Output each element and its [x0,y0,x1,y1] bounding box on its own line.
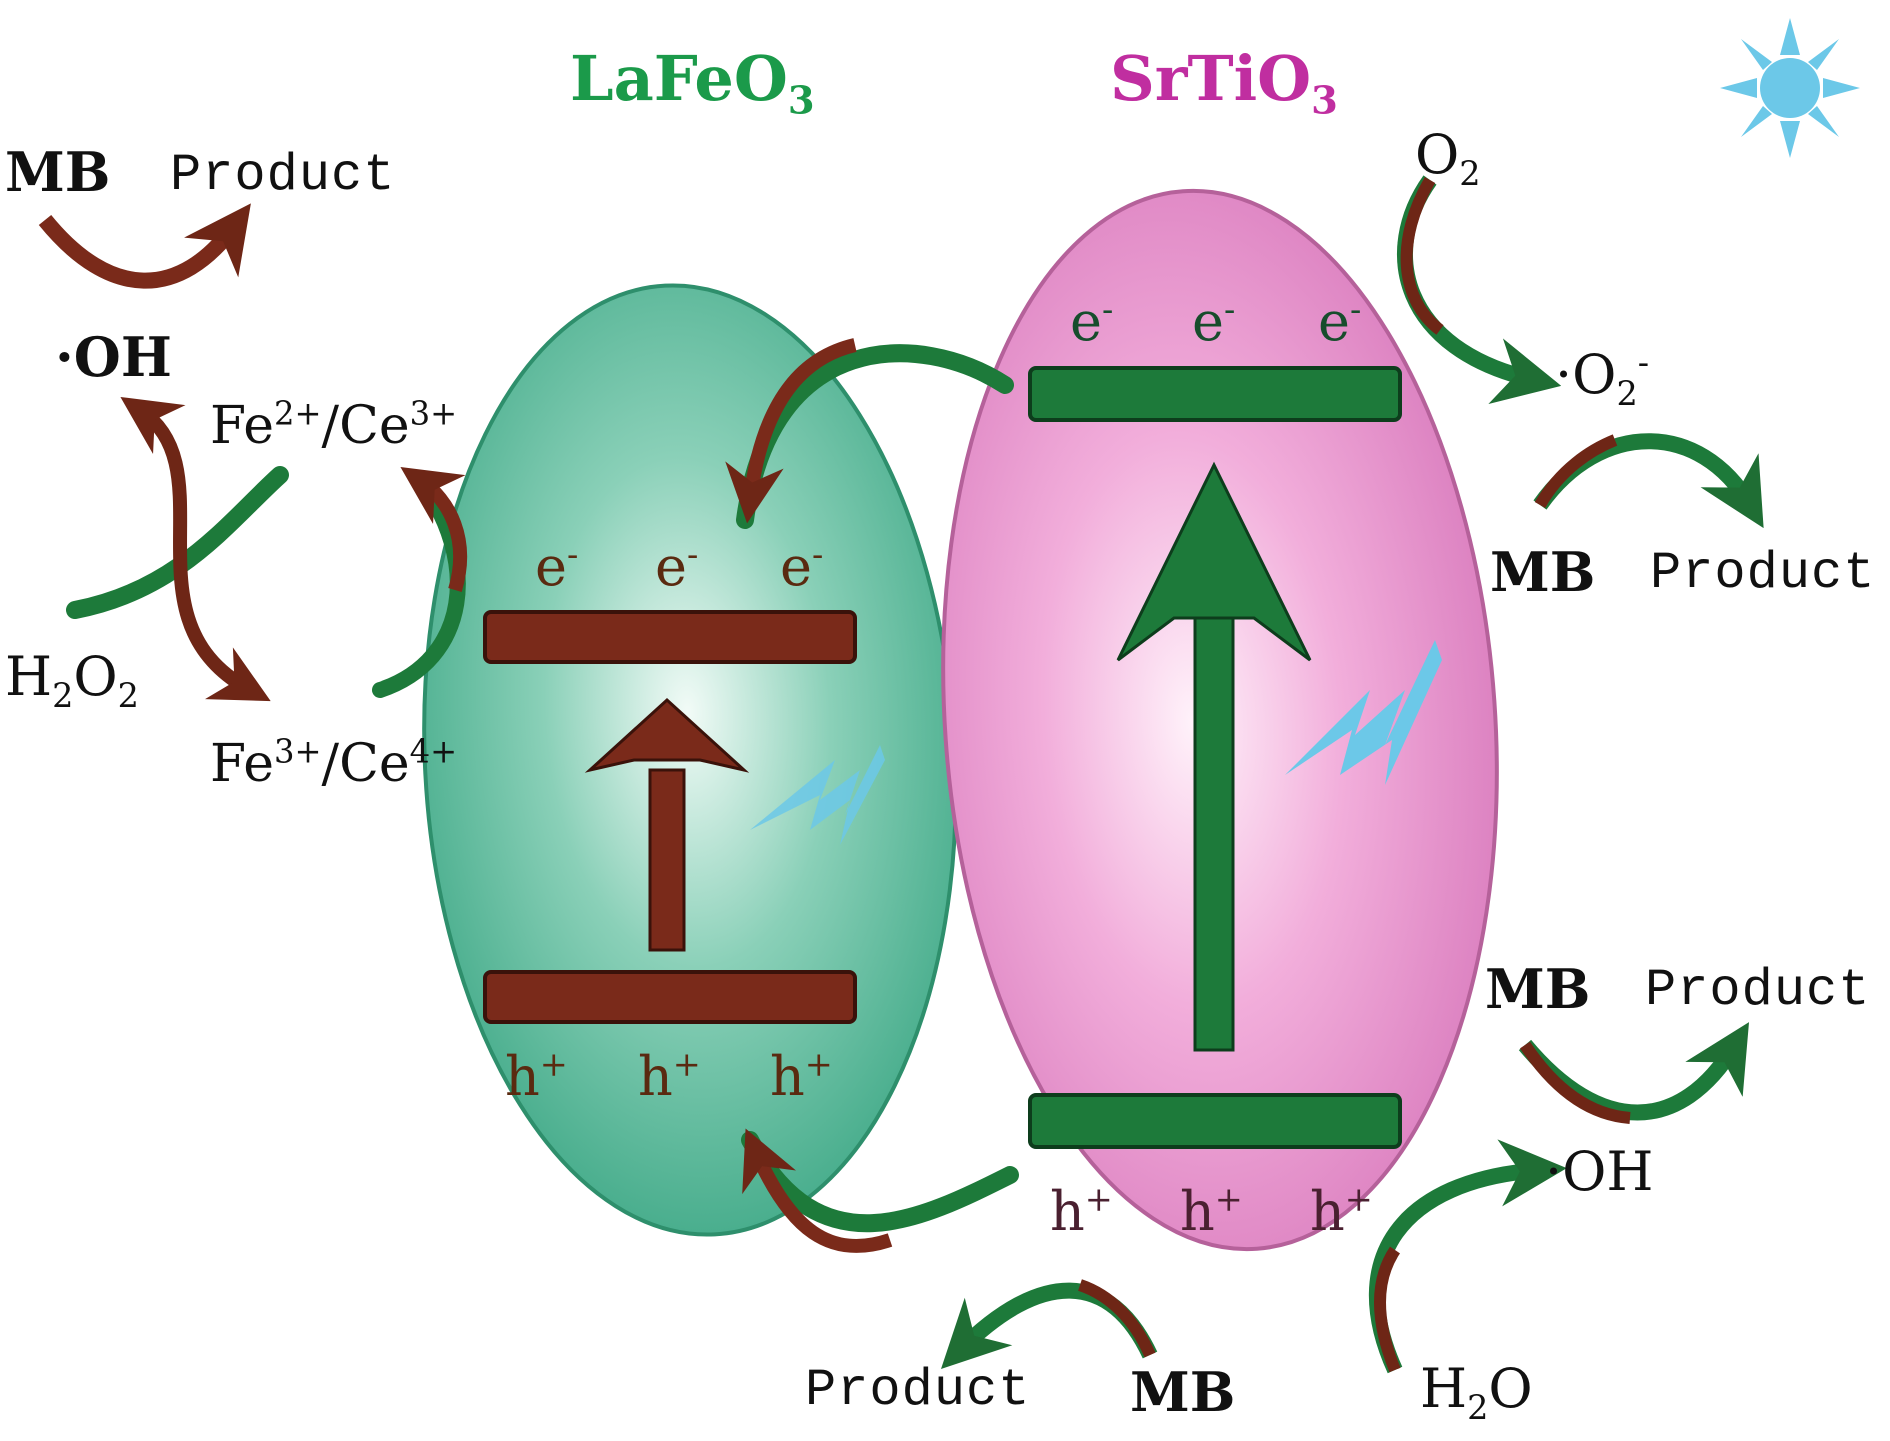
srtio3-conduction-band [1028,366,1402,422]
mb-label: MB [1490,540,1596,604]
fenton-cycle-arrow [120,396,271,702]
srtio3-valence-band [1028,1093,1402,1149]
srtio3-hole: h+ [1050,1180,1113,1243]
lafeo3-hole: h+ [505,1045,568,1108]
lafeo3-hole: h+ [770,1045,833,1108]
hydroxyl-radical-label: ·OH [1545,1140,1654,1203]
srtio3-electron: e- [1192,290,1236,353]
lafeo3-valence-band [483,970,857,1024]
fe3-ce4-label: Fe3+/Ce4+ [210,732,458,794]
lightning-icon [750,745,885,845]
srtio3-excitation-arrow [1116,461,1312,1052]
product-label: Product [1650,544,1876,603]
lafeo3-conduction-band [483,610,857,664]
lafeo3-hole: h+ [638,1045,701,1108]
lafeo3-title: LaFeO3 [570,42,815,124]
product-label: Product [170,146,396,205]
srtio3-electron: e- [1070,290,1114,353]
superoxide-label: ·O2- [1555,343,1650,413]
srtio3-hole: h+ [1180,1180,1243,1243]
o2-reduction-arrow [1396,175,1562,405]
lafeo3-excitation-arrow [584,697,750,952]
h2o-oxidation-arrow [1368,1139,1567,1374]
mb-label: MB [1130,1360,1236,1424]
product-label: Product [1645,961,1871,1020]
srtio3-title: SrTiO3 [1110,42,1338,124]
lafeo3-electron: e- [535,535,579,598]
srtio3-electron: e- [1318,290,1362,353]
lafeo3-electron: e- [655,535,699,598]
hydroxyl-radical-label: ·OH [55,325,172,389]
mb-degradation-arrow [940,1282,1158,1369]
water-label: H2O [1420,1357,1533,1427]
h2o2-label: H2O2 [5,645,139,715]
mb-label: MB [1485,957,1591,1021]
mb-label: MB [5,140,111,204]
lafeo3-electron: e- [780,535,824,598]
srtio3-hole: h+ [1310,1180,1373,1243]
oxygen-label: O2 [1415,123,1481,193]
fe2-ce3-label: Fe2+/Ce3+ [210,394,458,456]
product-label: Product [805,1361,1031,1420]
mb-degradation-arrow [38,203,251,289]
lightning-icon [1285,640,1442,785]
sun-icon [1720,18,1860,158]
